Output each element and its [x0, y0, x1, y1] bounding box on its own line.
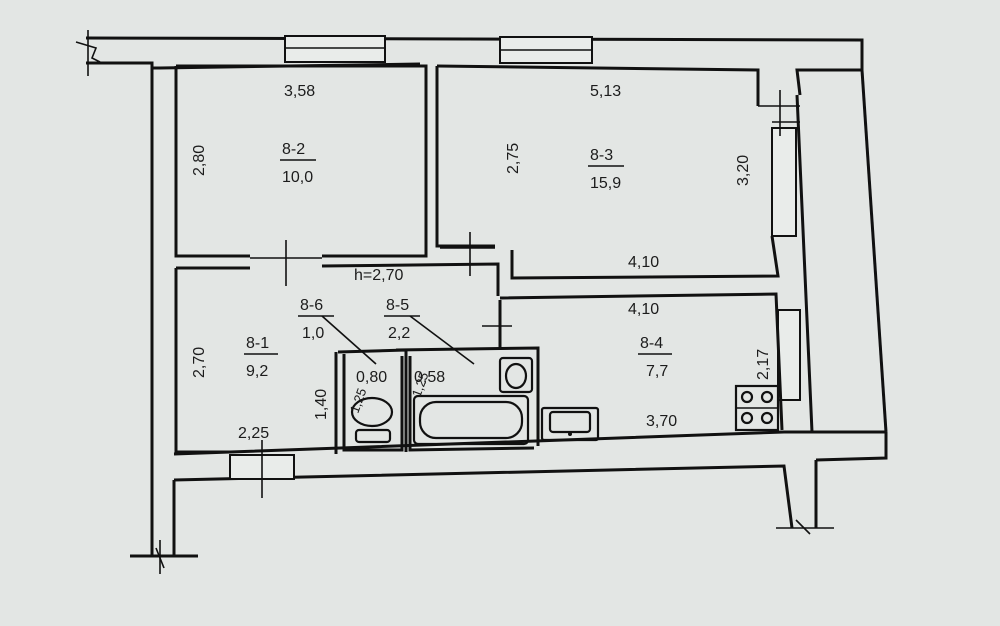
bathtub-icon [412, 394, 530, 446]
stove-icon [734, 384, 780, 432]
room-8-2-area: 10,0 [282, 169, 313, 186]
room-8-2-width: 3,58 [284, 83, 315, 100]
room-8-1-height-left: 2,70 [191, 347, 208, 378]
room-8-2-height: 2,80 [191, 145, 208, 176]
ceiling-height: h=2,70 [354, 267, 403, 284]
room-8-1 [174, 262, 500, 454]
room-8-3 [435, 64, 780, 280]
room-8-3-height-right: 3,20 [735, 155, 752, 186]
room-8-4-width-bottom: 3,70 [646, 413, 677, 430]
room-8-6-id: 8-6 [300, 297, 323, 314]
room-8-6-width: 0,80 [356, 369, 387, 386]
room-8-4-id: 8-4 [640, 335, 663, 352]
room-8-2-id: 8-2 [282, 141, 305, 158]
room-8-3-id: 8-3 [590, 147, 613, 164]
outer-walls [85, 36, 888, 558]
room-8-5-depth: 1,25 [409, 370, 432, 399]
room-8-4-height-right: 2,17 [755, 349, 772, 380]
wall-break-icon [75, 30, 834, 574]
leader-8-5 [409, 315, 475, 365]
room-8-1-width-bottom: 2,25 [238, 425, 269, 442]
windows [229, 35, 801, 480]
toilet-icon [350, 396, 394, 444]
room-8-4-area: 7,7 [646, 363, 668, 380]
room-8-1-area: 9,2 [246, 363, 268, 380]
room-8-3-width-top: 5,13 [590, 83, 621, 100]
leader-8-6 [321, 315, 377, 365]
room-8-5-width: 0,58 [414, 369, 445, 386]
room-8-3-width-bottom: 4,10 [628, 254, 659, 271]
window-right-upper [771, 127, 797, 237]
room-8-1-inner-wall: 1,40 [313, 389, 330, 420]
kitchen-sink-icon [540, 406, 600, 442]
room-8-6-depth: 1,25 [347, 386, 370, 415]
washbasin-icon [498, 356, 534, 394]
room-8-2 [174, 64, 428, 258]
room-8-3-area: 15,9 [590, 175, 621, 192]
room-8-4 [498, 292, 784, 431]
window-top-left [284, 35, 386, 63]
room-8-1-id: 8-1 [246, 335, 269, 352]
room-8-3-height-left: 2,75 [505, 143, 522, 174]
room-8-5-id: 8-5 [386, 297, 409, 314]
room-8-5-area: 2,2 [388, 325, 410, 342]
sanitary-block [334, 346, 540, 454]
room-8-6-area: 1,0 [302, 325, 324, 342]
room-8-4-width-top: 4,10 [628, 301, 659, 318]
